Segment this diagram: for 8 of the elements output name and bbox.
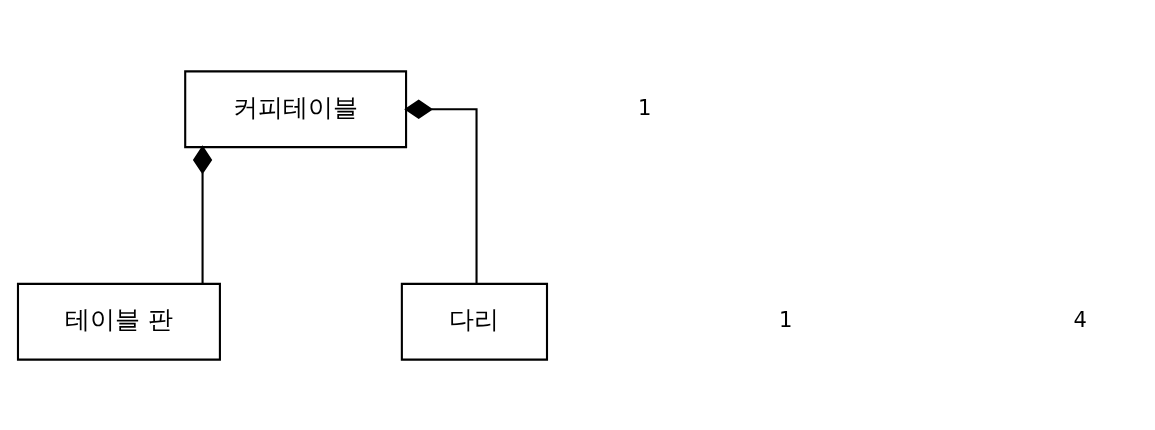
- connector: [192, 144, 213, 283]
- label: 1: [638, 94, 652, 120]
- label: 1: [779, 306, 793, 332]
- connector: [404, 99, 478, 284]
- label: 4: [1073, 306, 1087, 332]
- node-box: 커피테이블: [184, 69, 408, 148]
- node-box: 테이블 판: [16, 282, 221, 361]
- node-box: 다리: [400, 282, 549, 361]
